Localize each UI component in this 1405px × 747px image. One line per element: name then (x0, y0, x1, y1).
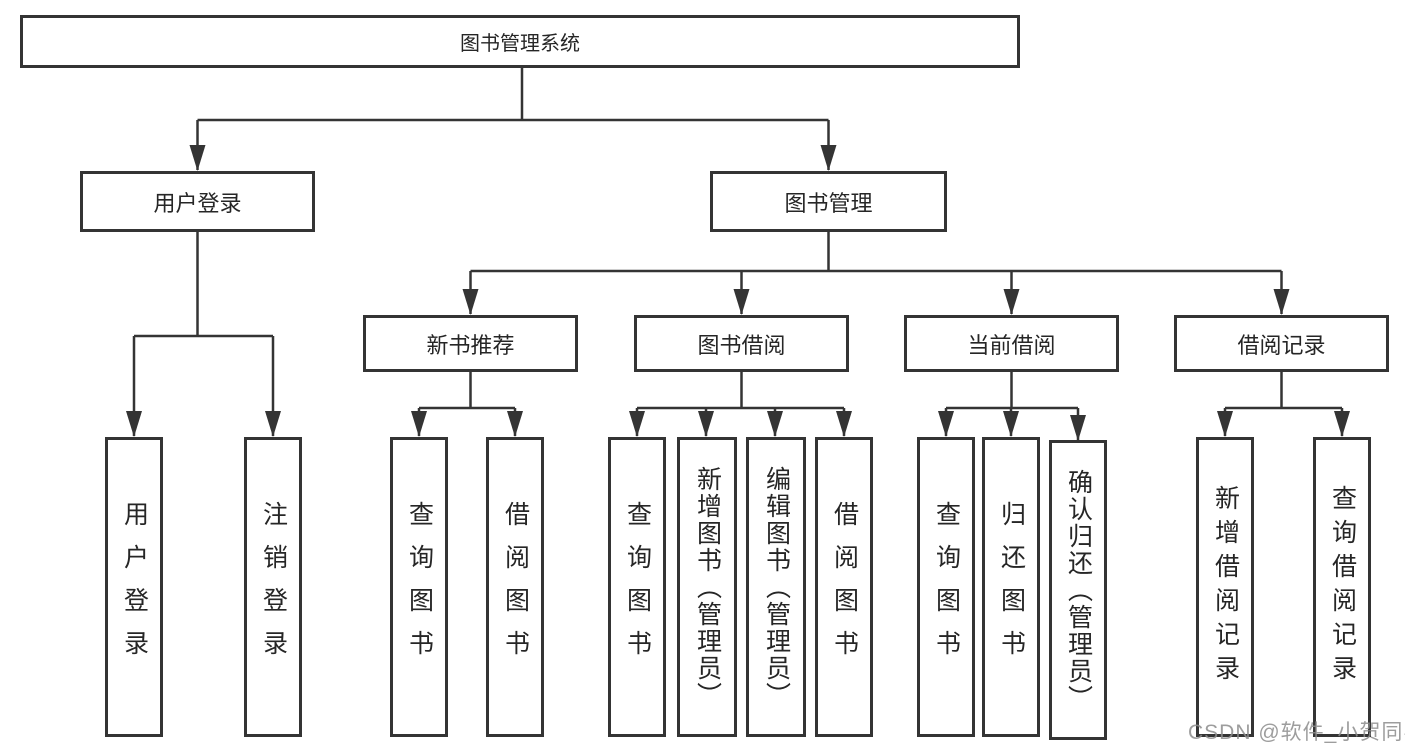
node-leaf-query-books-current: 查询图书 (917, 437, 975, 737)
csdn-watermark: CSDN @软件_小贺同学 (1188, 721, 1405, 744)
node-leaf-logout: 注销登录 (244, 437, 302, 737)
node-leaf-borrow-books-borrow: 借阅图书 (815, 437, 873, 737)
node-leaf-confirm-return-admin: 确认归还（管理员） (1049, 440, 1107, 740)
node-leaf-query-borrow-record: 查询借阅记录 (1313, 437, 1371, 737)
node-book-borrow: 图书借阅 (634, 315, 849, 372)
node-borrow-records: 借阅记录 (1174, 315, 1389, 372)
node-current-borrow: 当前借阅 (904, 315, 1119, 372)
node-leaf-edit-book-admin: 编辑图书（管理员） (746, 437, 806, 737)
node-leaf-query-books-borrow: 查询图书 (608, 437, 666, 737)
node-leaf-user-login: 用户登录 (105, 437, 163, 737)
node-leaf-add-borrow-record: 新增借阅记录 (1196, 437, 1254, 737)
connector-rails (134, 68, 1342, 410)
node-leaf-query-books-recommend: 查询图书 (390, 437, 448, 737)
node-leaf-return-books: 归还图书 (982, 437, 1040, 737)
node-root: 图书管理系统 (20, 15, 1020, 68)
node-leaf-borrow-books-recommend: 借阅图书 (486, 437, 544, 737)
connector-arrows (126, 120, 1350, 441)
node-leaf-add-book-admin: 新增图书（管理员） (677, 437, 737, 737)
node-new-book-recommend: 新书推荐 (363, 315, 578, 372)
node-book-management: 图书管理 (710, 171, 947, 232)
node-user-login: 用户登录 (80, 171, 315, 232)
